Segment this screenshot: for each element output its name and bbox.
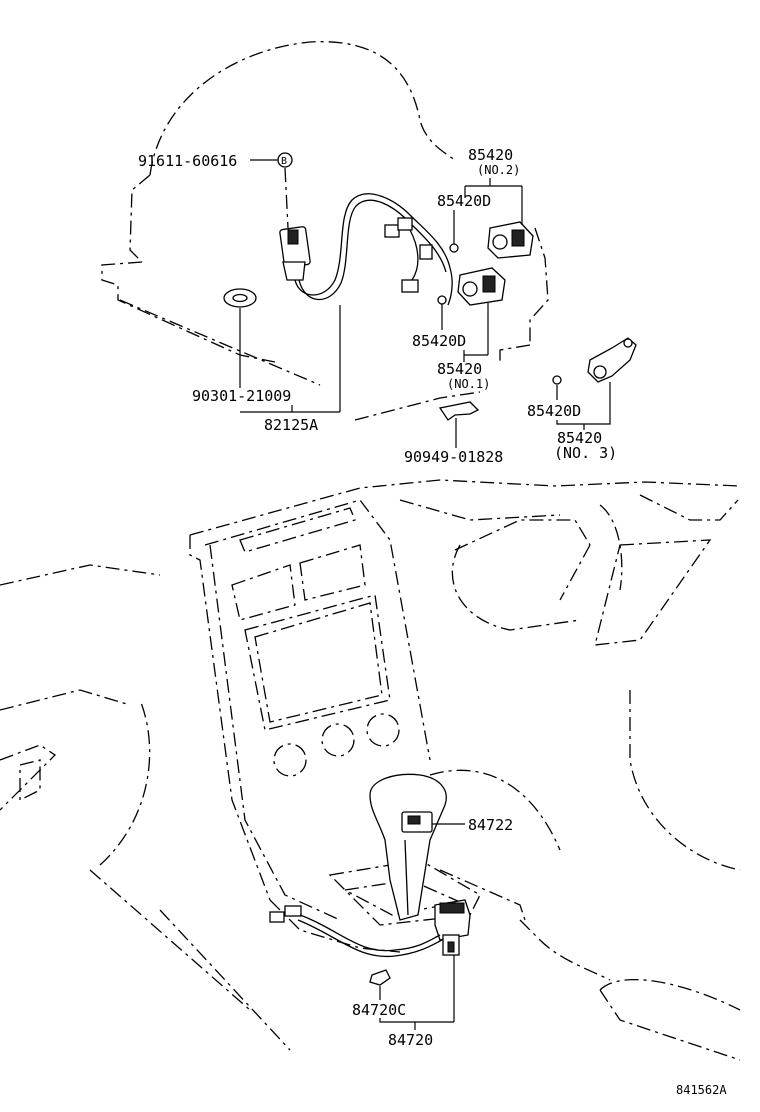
console-panels xyxy=(231,507,481,926)
diagram-code: 841562A xyxy=(676,1083,727,1097)
gasket-90301[interactable] xyxy=(223,288,257,388)
switch-84720[interactable] xyxy=(434,899,471,1022)
label-no2: (NO.2) xyxy=(477,163,520,177)
solenoid-85420-no2[interactable] xyxy=(449,221,534,259)
bracket-90949[interactable] xyxy=(438,401,480,448)
label-90949-01828: 90949-01828 xyxy=(404,448,503,466)
dashboard-outline xyxy=(0,479,741,1061)
label-84722: 84722 xyxy=(468,816,513,834)
label-85420d-top: 85420D xyxy=(437,192,491,210)
label-84720c: 84720C xyxy=(352,1001,406,1019)
sensor-85420-no3[interactable] xyxy=(552,337,637,385)
label-85420-no3: 85420 xyxy=(557,429,602,447)
label-90301-21009: 90301-21009 xyxy=(192,387,291,405)
label-85420-no1: 85420 xyxy=(437,360,482,378)
label-84720: 84720 xyxy=(388,1031,433,1049)
clip-84720c[interactable] xyxy=(369,969,391,1000)
label-82125a: 82125A xyxy=(264,416,318,434)
label-no1: (NO.1) xyxy=(447,377,490,391)
label-85420d-mid: 85420D xyxy=(412,332,466,350)
switch-84722[interactable] xyxy=(401,811,465,833)
label-no3: (NO. 3) xyxy=(554,444,617,462)
console-wire-harness[interactable] xyxy=(269,905,443,958)
solenoid-85420-no1[interactable] xyxy=(437,267,506,306)
label-85420-no2: 85420 xyxy=(468,146,513,164)
wire-harness-82125a[interactable] xyxy=(279,193,453,306)
label-91611-60616: 91611-60616 xyxy=(138,152,237,170)
shift-lever[interactable] xyxy=(369,773,447,921)
bolt-91611[interactable]: B xyxy=(250,152,293,229)
bolt-badge-letter: B xyxy=(281,156,287,167)
label-85420d-right: 85420D xyxy=(527,402,581,420)
